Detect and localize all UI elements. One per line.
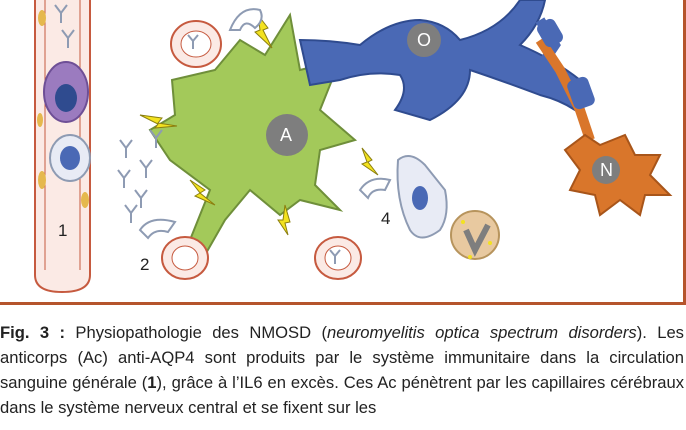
caption-text-3: ), grâce à l’IL6 en excès. Ces Ac pénètr… <box>0 373 685 417</box>
oligodendrocyte-cell <box>298 0 592 122</box>
figure-panel: 1 A O N <box>0 0 686 305</box>
caption-italic-1: neuromyelitis optica spectrum disorders <box>327 323 637 342</box>
microglia-cell <box>396 155 448 239</box>
arrows <box>138 8 392 240</box>
astrocyte-label: A <box>280 125 292 145</box>
neuron-cell <box>563 133 673 217</box>
caption-text-2: ). Les anticorps (Ac) anti-AQP4 sont pro… <box>0 323 684 392</box>
step-2-label: 2 <box>140 255 149 274</box>
step-4-label: 4 <box>381 209 390 228</box>
caption-text-1: Physiopathologie des NMOSD ( <box>65 323 328 342</box>
figure-caption: Fig. 3 : Physiopathologie des NMOSD (neu… <box>0 320 684 420</box>
axon <box>535 18 595 142</box>
astrocyte-cell <box>148 12 358 257</box>
antibody-cluster <box>117 129 163 223</box>
capillary-bottom-left <box>161 236 209 280</box>
pathophysiology-diagram: 1 A O N <box>34 0 673 294</box>
eosinophil-cell <box>450 210 500 260</box>
capillary-bottom-right <box>314 236 362 280</box>
blood-vessel <box>34 0 91 294</box>
neuron-label: N <box>600 160 613 180</box>
oligodendrocyte-label: O <box>417 30 431 50</box>
step-1-label: 1 <box>58 221 67 240</box>
caption-bold-1: 1 <box>147 373 157 392</box>
capillary-top <box>170 20 222 68</box>
caption-label: Fig. 3 : <box>0 323 66 342</box>
